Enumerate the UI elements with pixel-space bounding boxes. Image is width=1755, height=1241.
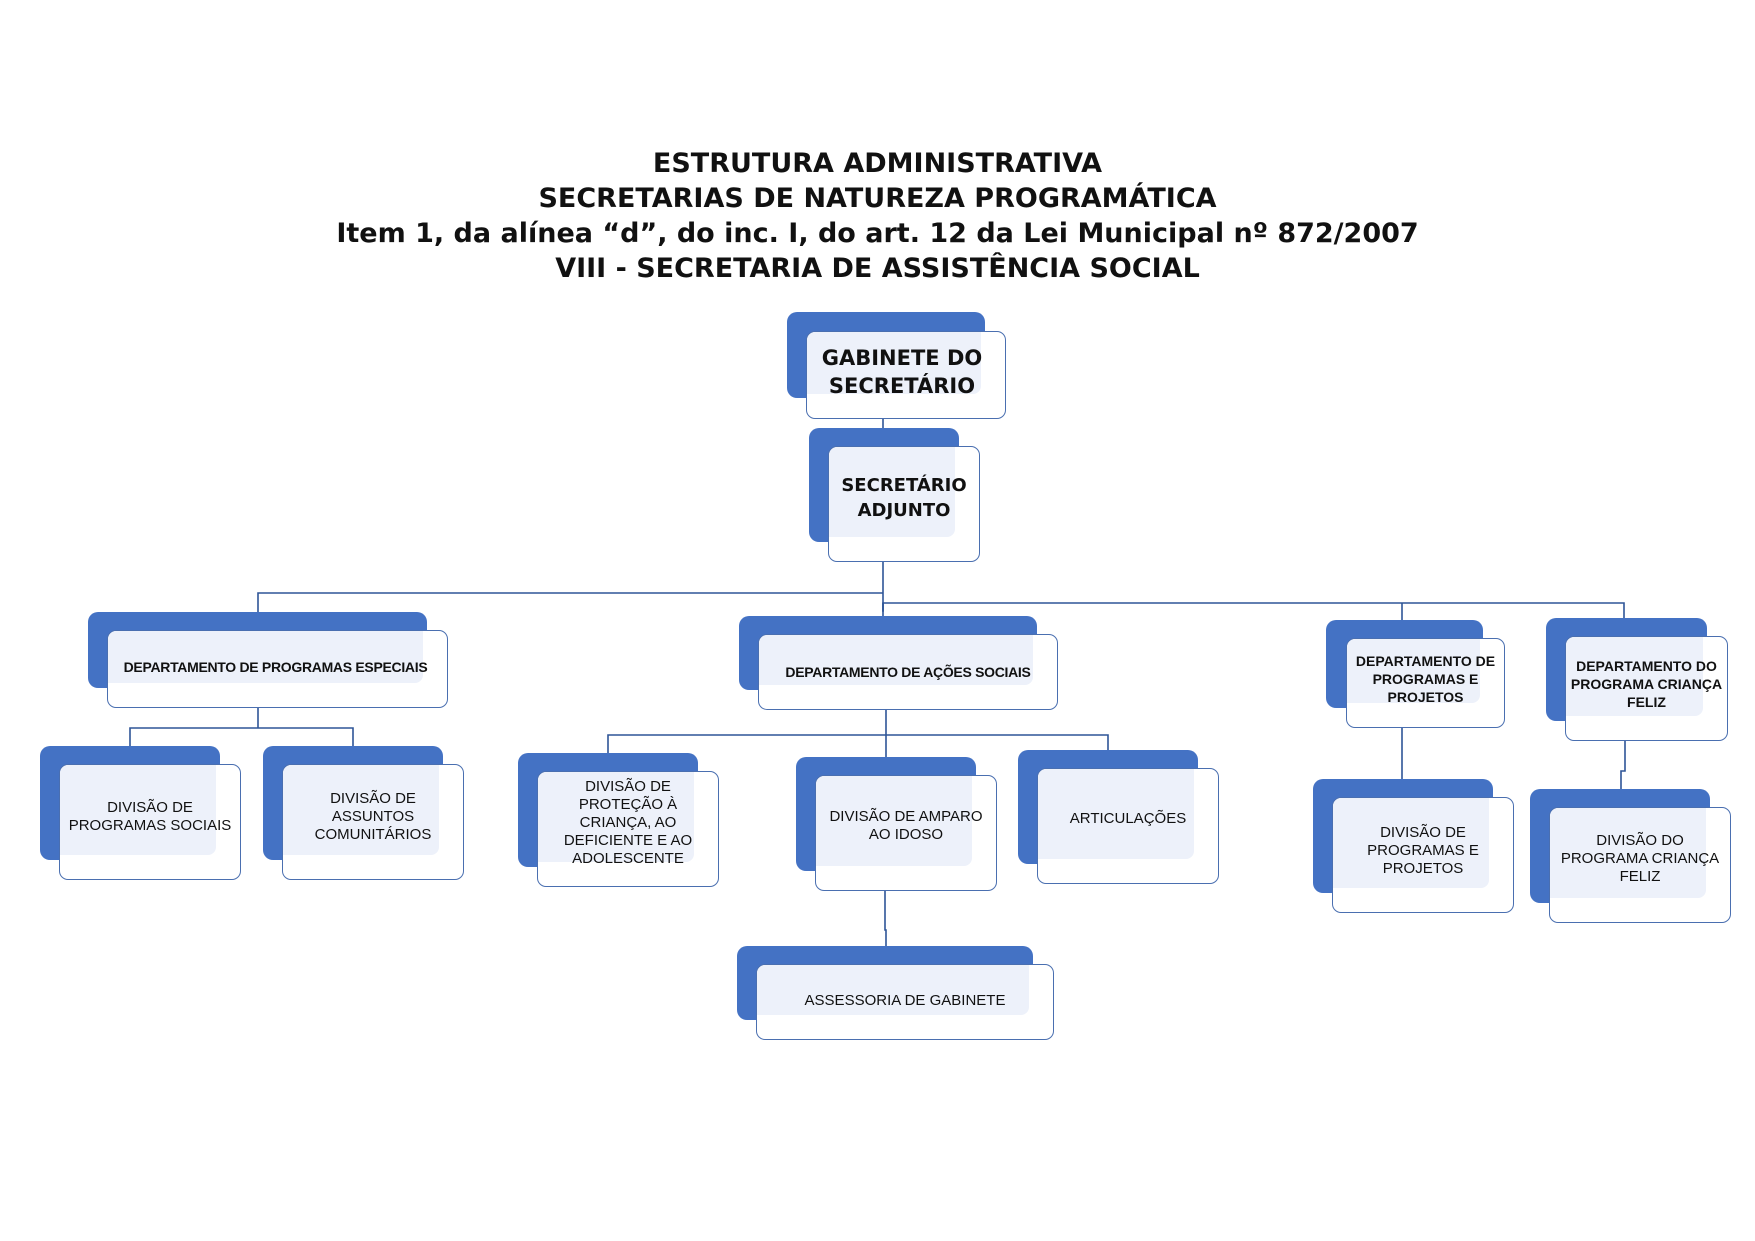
label-div-crianca-feliz: DIVISÃO DO PROGRAMA CRIANÇA FELIZ (1560, 832, 1720, 885)
label-gabinete: GABINETE DO SECRETÁRIO (821, 346, 983, 398)
label-assessoria-gabinete: ASSESSORIA DE GABINETE (804, 992, 1006, 1009)
connector-dep-crianca-division (1620, 740, 1626, 789)
title-line-4: VIII - SECRETARIA DE ASSISTÊNCIA SOCIAL (555, 253, 1200, 284)
label-dep-acoes-sociais: DEPARTAMENTO DE AÇÕES SOCIAIS (785, 664, 1031, 680)
title-line-2: SECRETARIAS DE NATUREZA PROGRAMÁTICA (538, 183, 1217, 214)
label-div-amparo-idoso: DIVISÃO DE AMPARO AO IDOSO (829, 808, 983, 843)
chart-title: ESTRUTURA ADMINISTRATIVA SECRETARIAS DE … (0, 146, 1755, 286)
connector-bus-main (257, 592, 883, 616)
label-div-protecao: DIVISÃO DE PROTEÇÃO À CRIANÇA, AO DEFICI… (563, 778, 693, 867)
label-dep-crianca-feliz: DEPARTAMENTO DO PROGRAMA CRIANÇA FELIZ (1570, 657, 1723, 710)
label-div-programas-projetos: DIVISÃO DE PROGRAMAS E PROJETOS (1367, 824, 1479, 877)
label-secretario-adjunto: SECRETÁRIO ADJUNTO (841, 475, 967, 521)
title-line-1: ESTRUTURA ADMINISTRATIVA (652, 148, 1103, 179)
connector-amparo-assessoria (884, 890, 887, 946)
connector-dep-especiais-divisions (129, 707, 354, 746)
title-line-3: Item 1, da alínea “d”, do inc. I, do art… (336, 218, 1419, 249)
connector-dep-acoes-divisions (607, 709, 1109, 757)
label-dep-programas-projetos: DEPARTAMENTO DE PROGRAMAS E PROJETOS (1355, 653, 1496, 705)
label-articulacoes: ARTICULAÇÕES (1069, 810, 1187, 827)
label-div-programas-sociais: DIVISÃO DE PROGRAMAS SOCIAIS (68, 799, 232, 834)
label-div-assuntos-comunitarios: DIVISÃO DE ASSUNTOS COMUNITÁRIOS (314, 790, 432, 843)
label-dep-programas-especiais: DEPARTAMENTO DE PROGRAMAS ESPECIAIS (123, 659, 428, 675)
